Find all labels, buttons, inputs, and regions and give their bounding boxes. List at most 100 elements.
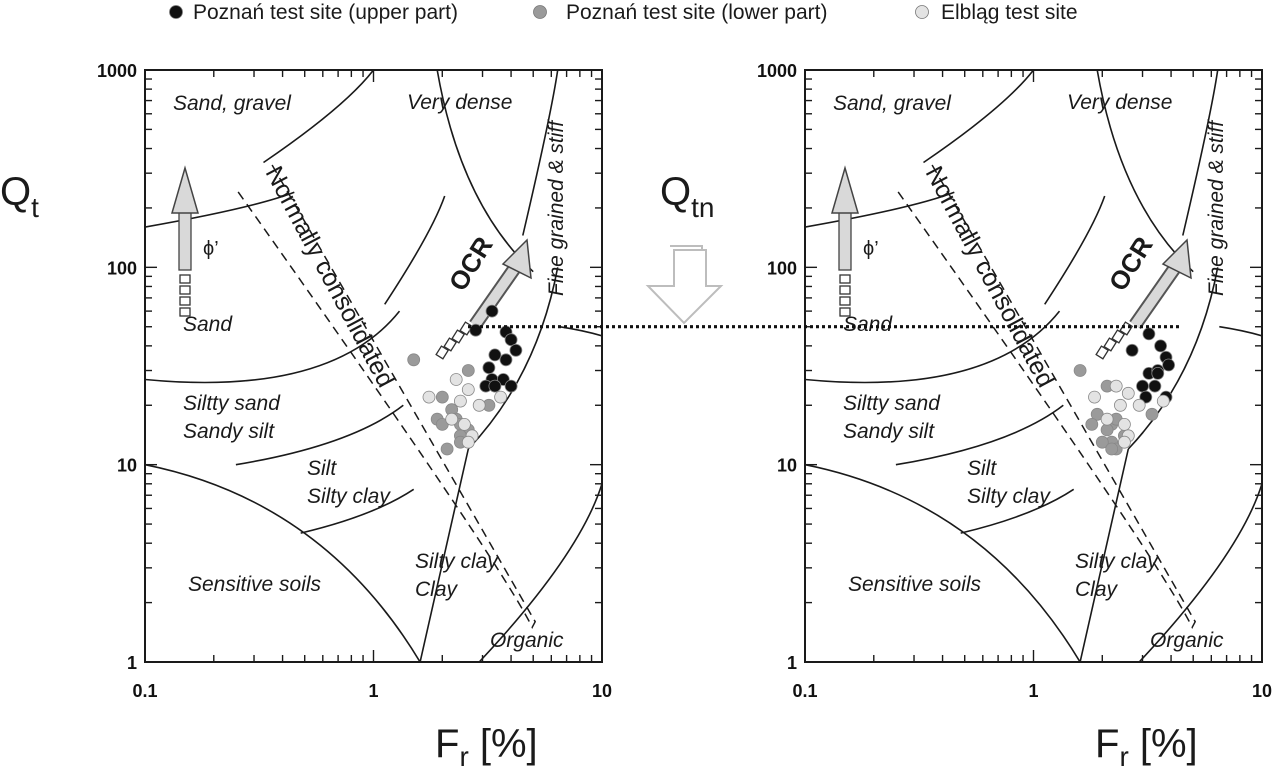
data-point bbox=[445, 412, 459, 426]
ocr-arrow-tail-box bbox=[1111, 329, 1126, 344]
zone-boundary bbox=[559, 325, 602, 337]
zone-boundary bbox=[1219, 325, 1262, 337]
transfer-arrow bbox=[645, 249, 724, 325]
y-tick-label: 10 bbox=[777, 456, 797, 476]
data-point bbox=[488, 348, 502, 362]
zone-boundary bbox=[1127, 267, 1219, 450]
data-points bbox=[407, 304, 523, 456]
zone-label: Silty clay bbox=[1075, 550, 1159, 573]
phi-arrow-shaft bbox=[178, 211, 192, 271]
zone-label: Sand, gravel bbox=[173, 92, 292, 115]
x-axis-title: Fr [%] bbox=[435, 722, 538, 772]
data-point bbox=[1095, 435, 1109, 449]
zone-label: Silt bbox=[967, 457, 997, 480]
zone-label: Sand bbox=[843, 313, 893, 336]
data-point bbox=[461, 435, 475, 449]
zone-label: Clay bbox=[1075, 578, 1119, 601]
data-point bbox=[1105, 442, 1119, 456]
x-tick-label: 10 bbox=[592, 681, 612, 701]
data-point bbox=[461, 383, 475, 397]
data-point bbox=[509, 343, 523, 357]
zone-boundary bbox=[145, 191, 295, 228]
soil-zone-boundaries bbox=[805, 70, 1262, 662]
zone-boundary bbox=[263, 70, 375, 164]
zone-label: Sandy silt bbox=[843, 420, 935, 443]
phi-arrow-head bbox=[831, 165, 859, 214]
normally-consolidated-band bbox=[895, 164, 1197, 629]
data-point bbox=[485, 304, 499, 318]
axes: 0.1 1 10 1 10 100 1000 Fr [%] Qtn bbox=[660, 61, 1272, 772]
data-point bbox=[1100, 423, 1114, 437]
y-tick-label: 1 bbox=[787, 653, 797, 673]
phi-arrow-tail-box bbox=[839, 296, 851, 306]
data-point bbox=[1148, 379, 1162, 393]
data-point bbox=[1145, 407, 1159, 421]
phi-arrow-tail-box bbox=[839, 285, 851, 295]
transfer-arrow-shadow bbox=[670, 245, 703, 250]
x-tick-label: 0.1 bbox=[792, 681, 817, 701]
data-point bbox=[407, 353, 421, 367]
x-tick-label: 10 bbox=[1252, 681, 1272, 701]
data-point bbox=[494, 390, 508, 404]
data-point bbox=[1156, 394, 1170, 408]
phi-arrow-tail-box bbox=[839, 307, 851, 317]
y-tick-label: 1000 bbox=[757, 61, 797, 81]
zone-label: Siltty sand bbox=[843, 392, 941, 415]
ocr-arrow-tail-box bbox=[443, 337, 458, 352]
data-point bbox=[1121, 386, 1135, 400]
phi-arrow-shaft bbox=[838, 211, 852, 271]
phi-arrow-tail-box bbox=[179, 307, 191, 317]
x-tick-label: 1 bbox=[1028, 681, 1038, 701]
legend-label: Elbląg test site bbox=[941, 1, 1078, 24]
zone-label: Sand bbox=[183, 313, 233, 336]
zone-boundary bbox=[235, 404, 404, 466]
x-tick-label: 0.1 bbox=[132, 681, 157, 701]
zone-label: Very dense bbox=[1067, 91, 1172, 114]
data-point bbox=[461, 364, 475, 377]
zone-label: Silty clay bbox=[967, 485, 1051, 508]
data-point bbox=[472, 398, 486, 412]
phi-arrow-tail-box bbox=[179, 285, 191, 295]
zone-boundary bbox=[419, 448, 470, 662]
zone-label: Clay bbox=[415, 578, 459, 601]
data-point bbox=[499, 353, 513, 367]
legend-label: Poznań test site (upper part) bbox=[193, 1, 458, 24]
data-point bbox=[1088, 390, 1101, 404]
zone-boundary bbox=[478, 483, 602, 662]
zone-boundary bbox=[923, 70, 1035, 164]
zone-label: Silty clay bbox=[307, 485, 391, 508]
zone-label: Sand, gravel bbox=[833, 92, 952, 115]
zone-boundary bbox=[522, 70, 559, 236]
y-tick-label: 10 bbox=[117, 456, 137, 476]
zone-label: Fine grained & stiff bbox=[545, 119, 568, 296]
data-point bbox=[435, 390, 449, 404]
zone-label: Silty clay bbox=[415, 550, 499, 573]
zone-label: Organic bbox=[490, 629, 564, 652]
data-points bbox=[1073, 327, 1175, 456]
x-axis-title: Fr [%] bbox=[1095, 722, 1198, 772]
data-point bbox=[1142, 327, 1156, 341]
soil-zone-boundaries bbox=[145, 70, 602, 662]
legend: Poznań test site (upper part) Poznań test… bbox=[169, 1, 1078, 24]
data-point bbox=[1100, 412, 1114, 426]
phi-label: ϕ’ bbox=[863, 238, 879, 260]
data-point bbox=[1136, 379, 1149, 393]
y-tick-label: 100 bbox=[767, 258, 797, 278]
data-point bbox=[1162, 358, 1175, 372]
legend-label: Poznań test site (lower part) bbox=[566, 1, 827, 24]
y-tick-label: 1 bbox=[127, 653, 137, 673]
band-label: Normally consolidated bbox=[920, 162, 1060, 392]
data-point bbox=[1114, 398, 1127, 412]
zone-label: Sensitive soils bbox=[848, 573, 982, 596]
zone-label: Silt bbox=[307, 457, 337, 480]
data-point bbox=[440, 442, 454, 456]
y-axis-title: Qtn bbox=[660, 170, 714, 223]
reference-connector bbox=[468, 245, 1182, 329]
data-point bbox=[1085, 417, 1099, 431]
zone-boundary bbox=[300, 488, 415, 534]
